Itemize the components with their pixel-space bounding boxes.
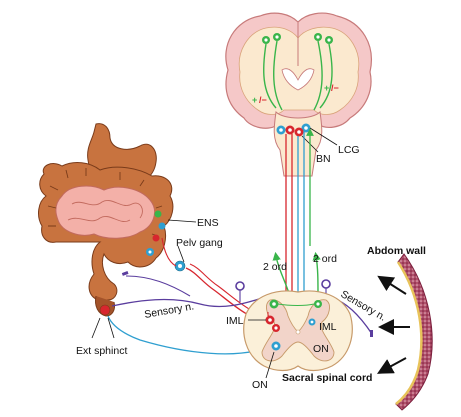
gastrointestinal-tract xyxy=(39,124,173,316)
on-label-right: ON xyxy=(313,343,329,355)
on-label-bottom: ON xyxy=(252,379,268,391)
bn-label: BN xyxy=(316,153,331,165)
pelv-gang-label: Pelv gang xyxy=(176,237,223,249)
svg-text:/−: /− xyxy=(259,95,267,105)
external-sphincter xyxy=(100,305,110,315)
iml-label-left: IML xyxy=(226,315,244,327)
abdominal-wall-label: Abdom wall xyxy=(367,245,426,257)
svg-text:/−: /− xyxy=(331,83,339,93)
svg-text:+: + xyxy=(324,83,329,93)
ext-sphinct-label: Ext sphinct xyxy=(76,345,127,357)
dorsal-root-ganglion-left xyxy=(236,282,244,302)
abdominal-wall xyxy=(396,254,432,410)
pressure-arrow-3 xyxy=(384,358,406,370)
svg-text:+: + xyxy=(252,95,257,105)
lcg-label: LCG xyxy=(338,144,360,156)
second-order-label-right: 2 ord xyxy=(313,253,337,265)
sensory-nerve-label-left: Sensory n. xyxy=(143,300,195,321)
pressure-arrow-1 xyxy=(384,280,406,294)
second-order-label-left: 2 ord xyxy=(263,261,287,273)
small-intestine xyxy=(56,186,155,238)
ens-label: ENS xyxy=(197,217,219,229)
pelvic-ganglion xyxy=(175,261,185,271)
sacral-cord-label: Sacral spinal cord xyxy=(282,372,372,384)
iml-label-right: IML xyxy=(319,321,337,333)
